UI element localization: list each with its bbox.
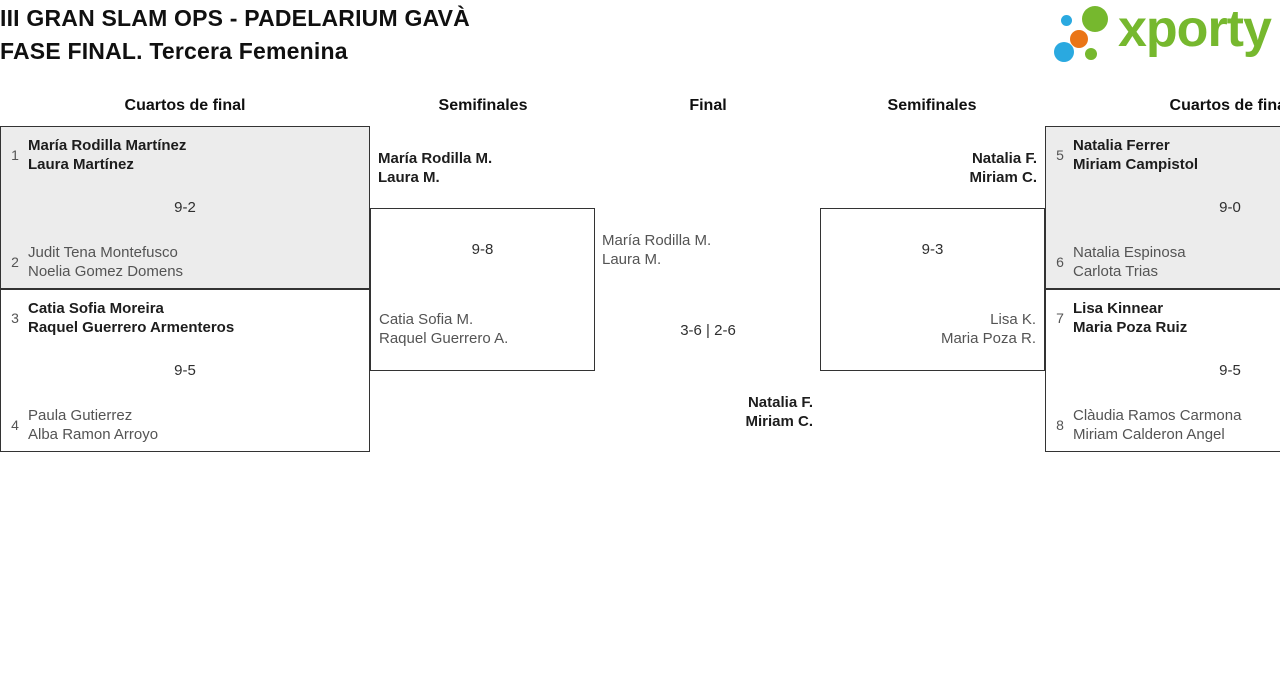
match-box-qf-right-top[interactable]: 5 Natalia Ferrer Miriam Campistol 9-0 6 …: [1045, 126, 1280, 289]
team-row-winner: 3 Catia Sofia Moreira Raquel Guerrero Ar…: [9, 299, 359, 337]
team-row-loser: 4 Paula Gutierrez Alba Ramon Arroyo: [9, 406, 359, 444]
sf-left-loser: Catia Sofia M. Raquel Guerrero A.: [379, 311, 509, 347]
seed-number: 7: [1056, 310, 1064, 326]
final-score: 3-6 | 2-6: [680, 322, 736, 339]
seed-number: 4: [11, 417, 19, 433]
xporty-logo[interactable]: xporty: [1048, 0, 1280, 72]
page-title: III GRAN SLAM OPS - PADELARIUM GAVÀ: [0, 5, 470, 31]
match-score: 9-3: [921, 241, 944, 258]
seed-number: 3: [11, 310, 19, 326]
match-box-qf-left-bottom[interactable]: 3 Catia Sofia Moreira Raquel Guerrero Ar…: [0, 289, 370, 452]
logo-dot-green-small-icon: [1085, 48, 1097, 60]
match-box-qf-right-bottom[interactable]: 7 Lisa Kinnear Maria Poza Ruiz 9-5 8 Clà…: [1045, 289, 1280, 452]
final-champion: Natalia F. Miriam C.: [745, 394, 813, 430]
seed-number: 6: [1056, 254, 1064, 270]
match-score: 9-5: [174, 362, 196, 379]
page-subtitle: FASE FINAL. Tercera Femenina: [0, 38, 348, 64]
match-score: 9-5: [1219, 362, 1241, 379]
team-row-loser: 2 Judit Tena Montefusco Noelia Gomez Dom…: [9, 243, 359, 281]
team-names: María Rodilla Martínez Laura Martínez: [28, 137, 187, 173]
team-row-loser: 6 Natalia Espinosa Carlota Trias: [1054, 243, 1280, 281]
match-score: 9-0: [1219, 199, 1241, 216]
match-box-sf-left[interactable]: 9-8 Catia Sofia M. Raquel Guerrero A.: [370, 208, 595, 371]
match-score: 9-8: [471, 241, 494, 258]
team-names: Lisa Kinnear Maria Poza Ruiz: [1073, 300, 1188, 336]
logo-dot-orange-icon: [1070, 30, 1088, 48]
sf-right-winner: Natalia F. Miriam C.: [969, 150, 1037, 186]
round-header-final: Final: [689, 97, 727, 114]
round-header-quarterfinals-left: Cuartos de final: [124, 97, 246, 114]
round-header-semifinals-left: Semifinales: [438, 97, 528, 114]
page-title-block: III GRAN SLAM OPS - PADELARIUM GAVÀ FASE…: [0, 2, 470, 68]
sf-left-winner: María Rodilla M. Laura M.: [378, 150, 493, 186]
seed-number: 2: [11, 254, 19, 270]
xporty-logo-text: xporty: [1118, 0, 1272, 58]
team-names: Clàudia Ramos Carmona Miriam Calderon An…: [1073, 407, 1242, 443]
team-names: Judit Tena Montefusco Noelia Gomez Domen…: [28, 244, 184, 280]
seed-number: 8: [1056, 417, 1064, 433]
round-header-semifinals-right: Semifinales: [887, 97, 977, 114]
match-score: 9-2: [174, 199, 196, 216]
logo-dot-blue-medium-icon: [1054, 42, 1074, 62]
seed-number: 1: [11, 147, 19, 163]
seed-number: 5: [1056, 147, 1064, 163]
team-row-winner: 7 Lisa Kinnear Maria Poza Ruiz: [1054, 299, 1280, 337]
match-box-sf-right[interactable]: 9-3 Lisa K. Maria Poza R.: [820, 208, 1045, 371]
logo-dot-green-large-icon: [1082, 6, 1108, 32]
team-row-loser: 8 Clàudia Ramos Carmona Miriam Calderon …: [1054, 406, 1280, 444]
team-names: Natalia Espinosa Carlota Trias: [1073, 244, 1186, 280]
team-names: Natalia Ferrer Miriam Campistol: [1073, 137, 1199, 173]
team-names: Paula Gutierrez Alba Ramon Arroyo: [28, 407, 159, 443]
team-row-winner: 1 María Rodilla Martínez Laura Martínez: [9, 136, 359, 174]
team-names: Catia Sofia Moreira Raquel Guerrero Arme…: [28, 300, 235, 336]
team-row-winner: 5 Natalia Ferrer Miriam Campistol: [1054, 136, 1280, 174]
final-finalist-left: María Rodilla M. Laura M.: [602, 232, 712, 268]
match-box-qf-left-top[interactable]: 1 María Rodilla Martínez Laura Martínez …: [0, 126, 370, 289]
logo-dot-blue-small-icon: [1061, 15, 1072, 26]
sf-right-loser: Lisa K. Maria Poza R.: [940, 311, 1036, 347]
round-header-quarterfinals-right: Cuartos de final: [1169, 97, 1280, 114]
